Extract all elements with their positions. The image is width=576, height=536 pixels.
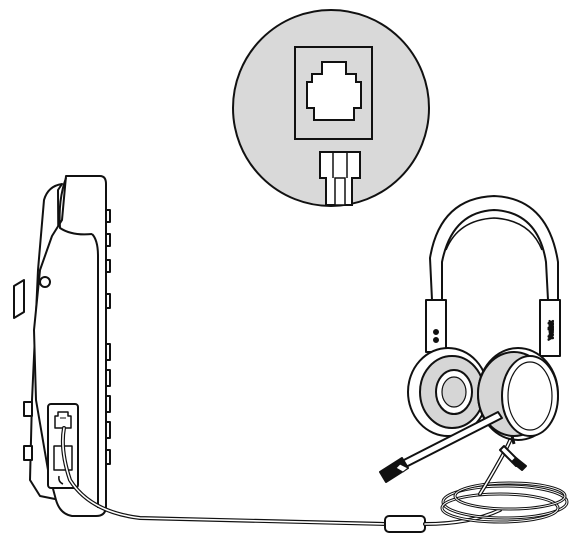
handset-icon	[58, 475, 64, 485]
right-ear-plate	[501, 355, 559, 437]
brand-label: Yealink	[549, 320, 555, 340]
headset: Yealink	[379, 195, 561, 483]
left-ear-cup	[407, 347, 489, 437]
phone-foot-tab	[13, 279, 25, 319]
inline-controller	[384, 515, 426, 533]
port-detail-callout	[232, 9, 430, 207]
side-keys	[105, 209, 111, 465]
rj9-socket-outline	[306, 61, 362, 121]
handset-cradle	[58, 177, 93, 236]
right-slider	[539, 299, 561, 357]
cable-clip-end	[511, 457, 527, 471]
headset-port	[54, 411, 72, 429]
right-ear-cup	[477, 347, 559, 441]
headband-outer	[429, 195, 559, 301]
cable-coil	[440, 481, 569, 524]
cable-main	[60, 426, 387, 526]
phone-body-edge	[91, 233, 99, 508]
microphone-boom	[379, 411, 503, 483]
headset-cable	[60, 426, 569, 533]
desk-phone	[13, 175, 111, 517]
speaker-hole	[39, 276, 51, 288]
rj9-plug	[319, 151, 361, 206]
left-slider	[425, 299, 447, 353]
side-clip-upper	[23, 401, 33, 417]
headband-inner	[445, 217, 543, 251]
earcup-cable-stem	[510, 435, 516, 445]
headset-jack-icon	[54, 411, 72, 429]
side-clip-lower	[23, 445, 33, 461]
